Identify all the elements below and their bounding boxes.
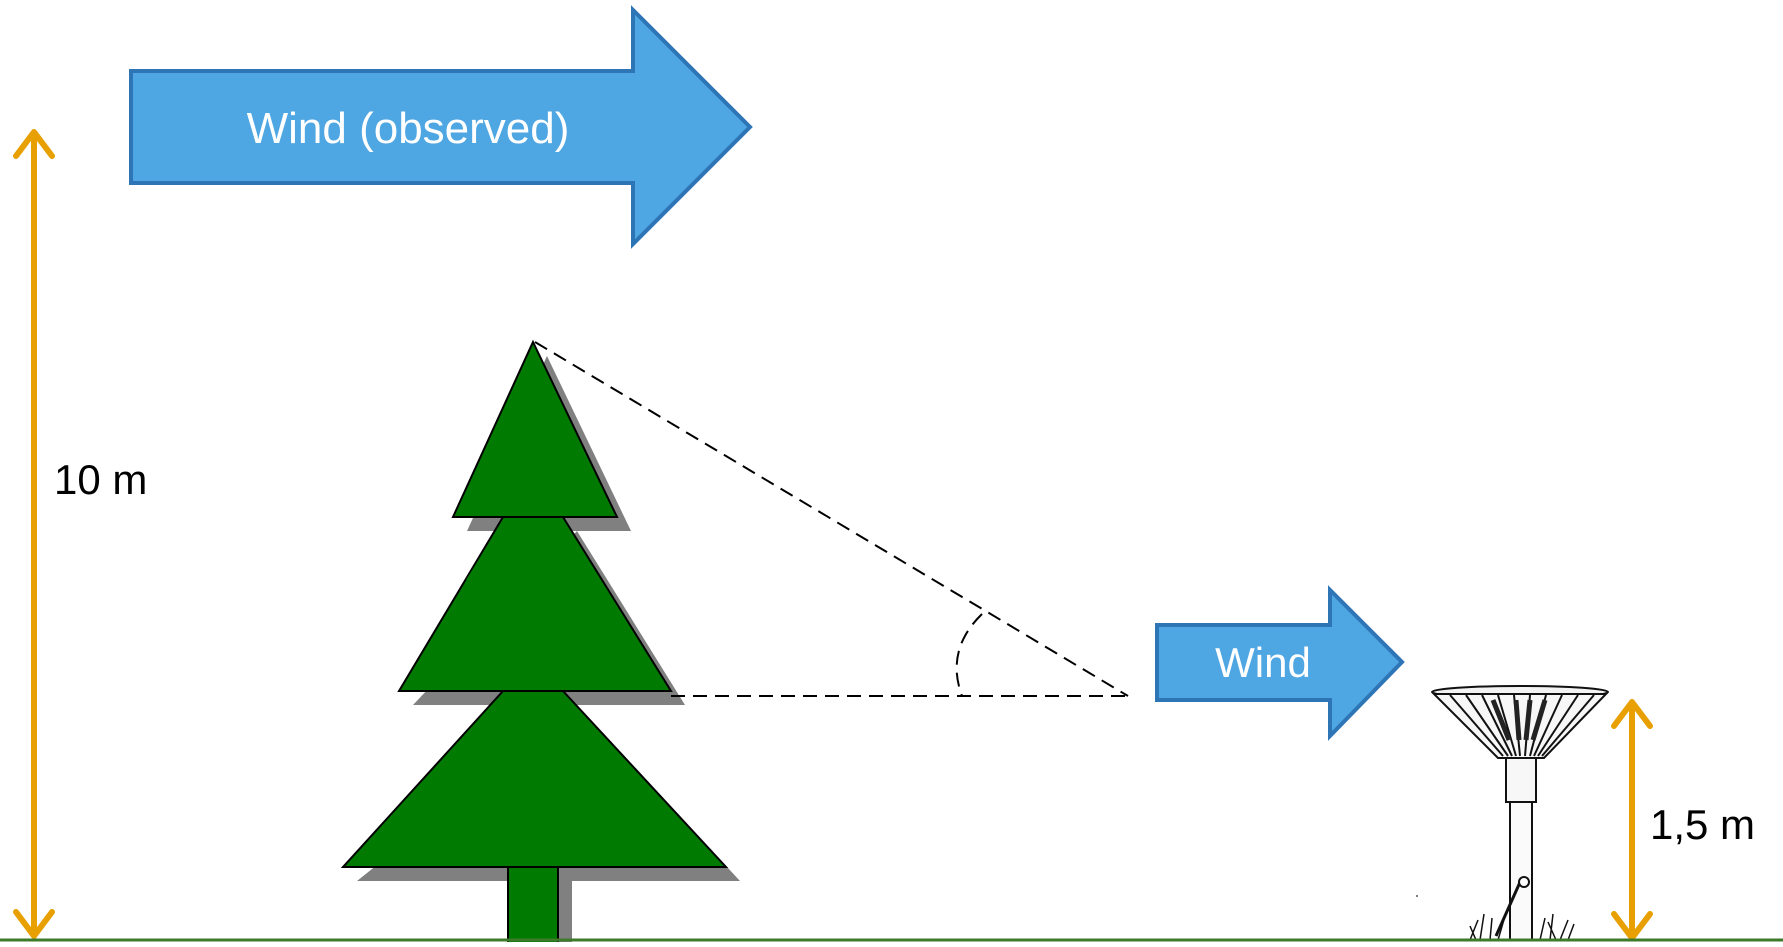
wind-local-arrow-shape bbox=[1155, 585, 1405, 741]
conifer-tree-icon bbox=[340, 339, 740, 947]
dashed-line-to-tree-top bbox=[534, 341, 1129, 697]
gauge-post bbox=[1509, 801, 1533, 941]
rain-gauge-icon bbox=[1416, 685, 1609, 941]
tree-seam-fill-upper bbox=[466, 519, 600, 580]
arrowhead-up-icon bbox=[1611, 699, 1653, 729]
arrowhead-down-icon bbox=[1611, 911, 1653, 941]
arrowhead-up-icon bbox=[13, 129, 55, 159]
angle-arc bbox=[955, 613, 983, 697]
tree-tier-bottom bbox=[340, 690, 729, 868]
tree-seam-fill-lower bbox=[456, 693, 610, 745]
arrowhead-down-icon bbox=[13, 909, 55, 939]
gauge-grass bbox=[1469, 913, 1575, 941]
gauge-funnel-ribs bbox=[1449, 694, 1595, 757]
gauge-brace bbox=[1494, 879, 1523, 937]
height-1-5m-label: 1,5 m bbox=[1650, 801, 1755, 848]
gauge-bolt bbox=[1518, 876, 1530, 888]
wind-local-arrow: Wind bbox=[1155, 585, 1405, 741]
wind-local-label: Wind bbox=[1215, 639, 1311, 686]
wind-observed-label: Wind (observed) bbox=[247, 104, 570, 153]
gauge-funnel-shading bbox=[1490, 699, 1548, 741]
wind-observed-arrow: Wind (observed) bbox=[129, 5, 753, 249]
obstruction-angle-lines bbox=[534, 341, 1129, 697]
tree-tier-top bbox=[451, 339, 619, 518]
height-1-5m-dimension-arrow bbox=[1611, 699, 1653, 941]
height-10m-dimension-arrow bbox=[13, 129, 55, 939]
tree-trunk bbox=[507, 861, 559, 945]
height-10m-label: 10 m bbox=[54, 456, 147, 503]
gauge-collar bbox=[1505, 757, 1537, 803]
wind-observed-arrow-shape bbox=[129, 5, 753, 249]
tree-tier-middle bbox=[397, 516, 673, 692]
